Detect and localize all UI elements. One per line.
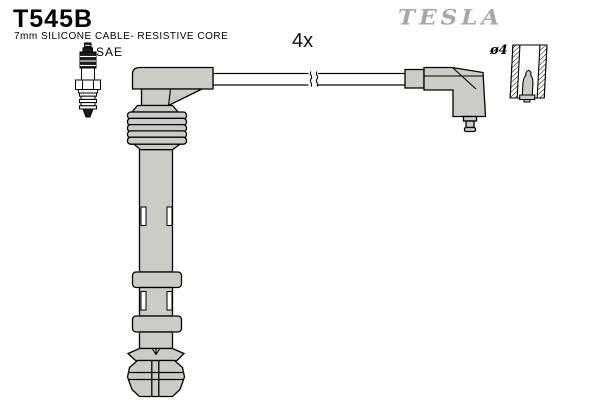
quantity-label: 4x — [292, 30, 314, 52]
part-subtitle: 7mm SILICONE CABLE- RESISTIVE CORE — [14, 31, 229, 42]
brand-logo: TESLA — [398, 4, 504, 31]
part-number: T545B — [13, 5, 94, 33]
ignition-cable-icon — [126, 66, 487, 398]
sae-label: SAE — [96, 45, 124, 59]
terminal-diameter-label: ø4 — [490, 43, 508, 58]
terminal-cross-section-icon — [509, 44, 548, 103]
spark-plug-icon — [75, 42, 101, 118]
